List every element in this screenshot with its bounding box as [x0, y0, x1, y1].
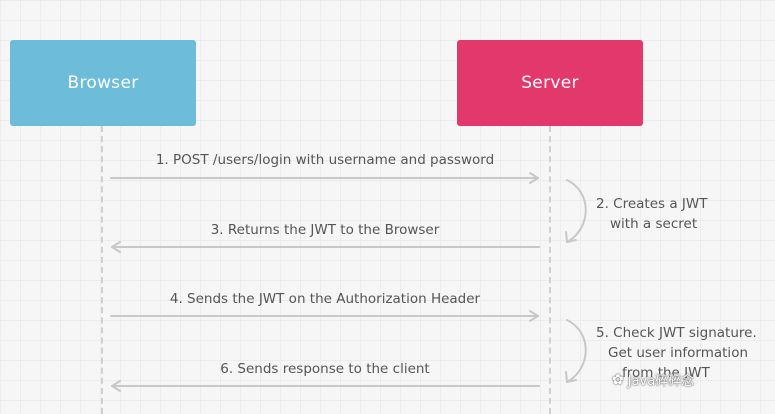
server-label: Server: [521, 73, 579, 93]
message-5-line3: from the JWT: [622, 365, 710, 381]
arrow-1-request: [110, 172, 539, 184]
browser-lifeline: [101, 126, 103, 414]
message-2-label: 2. Creates a JWT with a secret: [596, 194, 708, 234]
message-6-label: 6. Sends response to the client: [220, 361, 430, 377]
arrow-5-self-loop: [565, 319, 587, 383]
message-2-line1: 2. Creates a JWT: [596, 196, 708, 212]
server-lifeline: [549, 126, 551, 414]
watermark: ✿ Java碎碎念: [612, 370, 695, 390]
message-5-label: 5. Check JWT signature. Get user informa…: [596, 323, 757, 383]
arrow-6-response: [111, 380, 540, 392]
message-5-line2: Get user information: [608, 345, 749, 361]
message-2-line2: with a secret: [610, 216, 698, 232]
browser-label: Browser: [67, 73, 139, 93]
server-box: Server: [457, 40, 643, 126]
watermark-text: Java碎碎念: [627, 374, 695, 389]
wechat-icon: ✿: [612, 371, 624, 388]
browser-box: Browser: [10, 40, 196, 126]
arrow-3-return: [111, 241, 540, 253]
message-3-label: 3. Returns the JWT to the Browser: [210, 222, 440, 238]
message-1-label: 1. POST /users/login with username and p…: [155, 152, 495, 168]
arrow-2-self-loop: [565, 179, 587, 243]
arrow-4-auth-header: [110, 310, 539, 322]
message-5-line1: 5. Check JWT signature.: [596, 325, 757, 341]
message-4-label: 4. Sends the JWT on the Authorization He…: [169, 291, 481, 307]
